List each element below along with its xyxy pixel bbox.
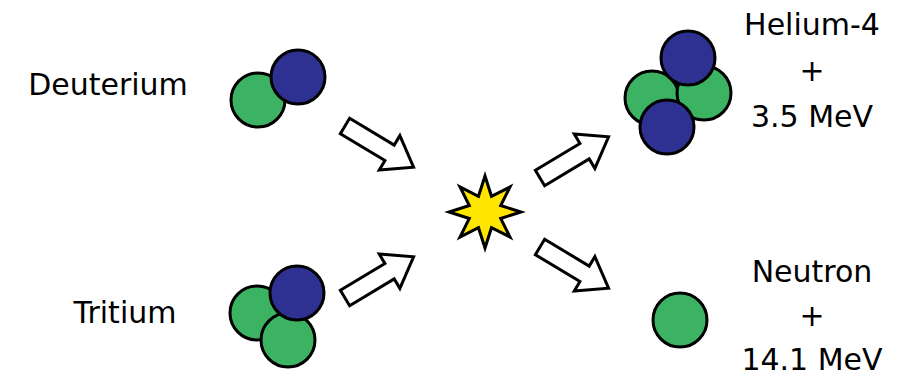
label-text: 14.1 MeV (741, 338, 882, 380)
particle-label: Helium-4+3.5 MeV (744, 2, 880, 140)
particle-label: Deuterium (28, 65, 188, 105)
particle-label: Neutron+14.1 MeV (741, 250, 882, 380)
neutron-ball (653, 293, 707, 347)
deuterium-nucleus (231, 50, 325, 127)
hollow-arrow (530, 120, 619, 195)
proton-ball (661, 31, 715, 85)
proton-ball (640, 100, 694, 154)
helium-nucleus (625, 31, 731, 154)
proton-ball (270, 266, 324, 320)
proton-ball (271, 50, 325, 104)
label-text: 3.5 MeV (744, 94, 880, 140)
label-text: Helium-4 (744, 2, 880, 48)
label-text: Deuterium (28, 65, 188, 105)
hollow-arrow (530, 230, 619, 305)
neutron-ball (261, 313, 315, 367)
hollow-arrow (335, 240, 424, 315)
label-text: + (741, 294, 882, 338)
label-text: Neutron (741, 250, 882, 294)
particle-label: Tritium (74, 293, 177, 333)
fusion-star (449, 176, 521, 248)
label-text: + (744, 48, 880, 94)
hollow-arrow (335, 109, 424, 184)
tritium-nucleus (230, 266, 324, 367)
label-text: Tritium (74, 293, 177, 333)
